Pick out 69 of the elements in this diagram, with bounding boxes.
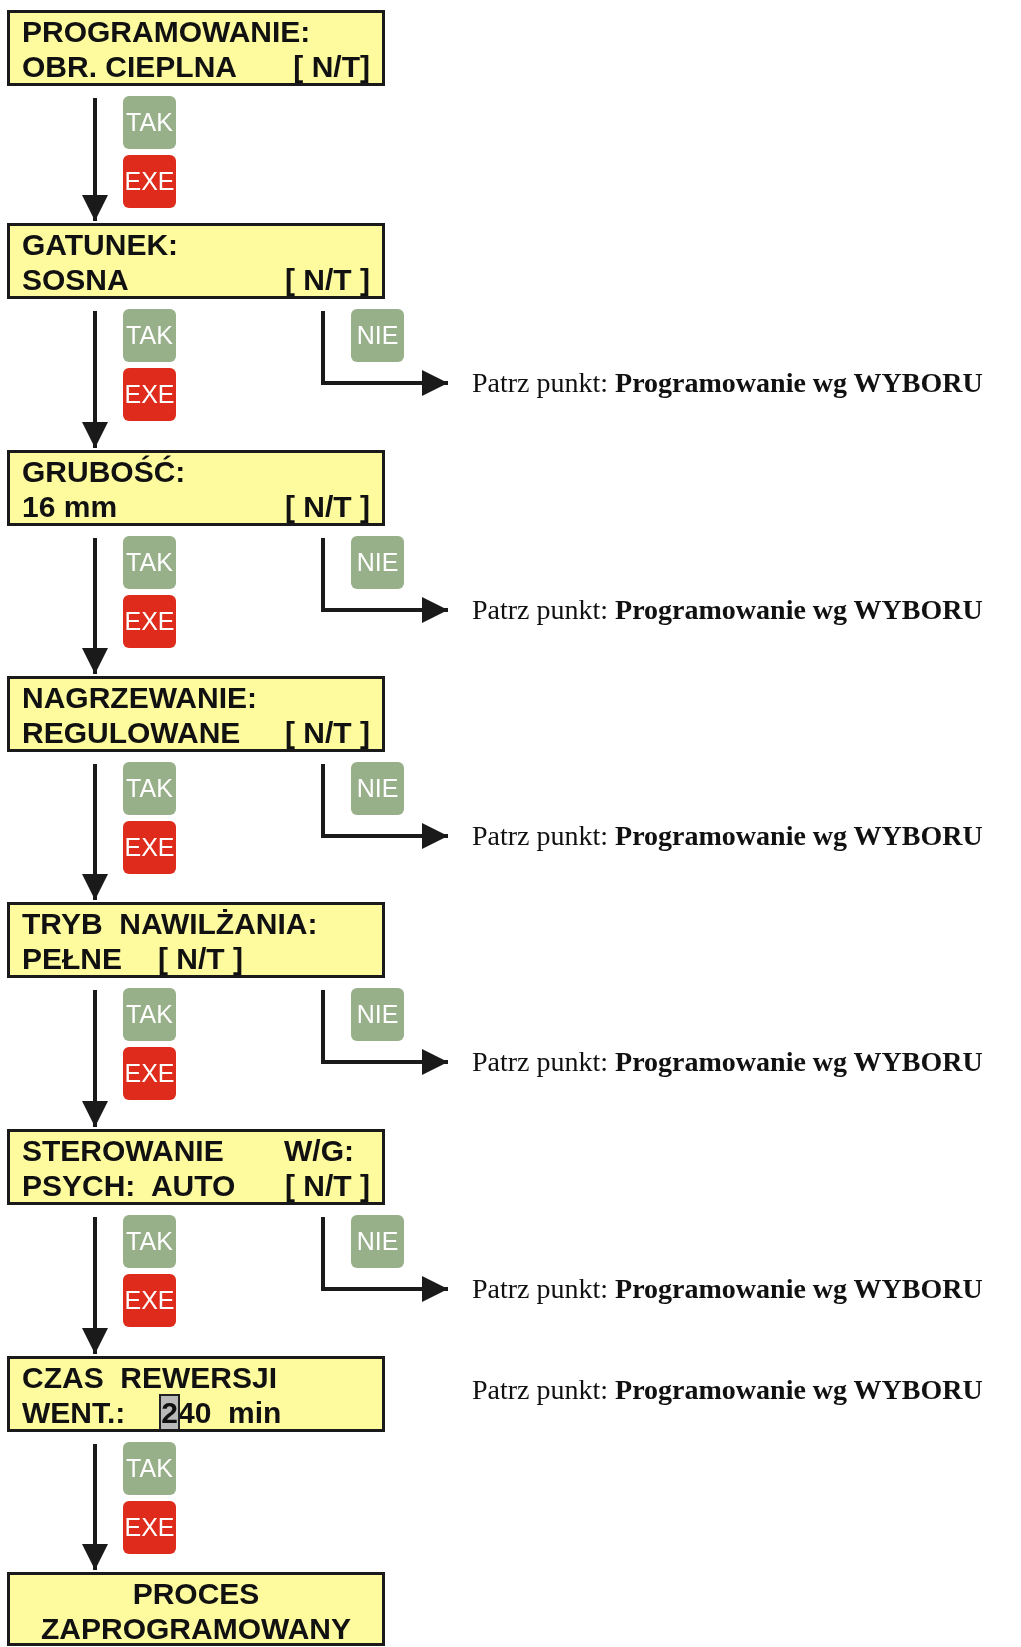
arrow (82, 311, 108, 448)
key-button: TAK (123, 536, 176, 589)
display-text: W/G: (284, 1133, 354, 1168)
key-button: TAK (123, 1215, 176, 1268)
display-text: NAGRZEWANIE: (22, 680, 257, 715)
key-button: TAK (123, 762, 176, 815)
reference-note: Patrz punkt: Programowanie wg WYBORU (472, 365, 983, 401)
display-text: [ N/T ] (285, 1168, 370, 1202)
display-text: OBR. CIEPLNA (22, 49, 237, 83)
arrow (82, 764, 108, 900)
display-text: [ N/T ] (285, 715, 370, 749)
display-text: SOSNA (22, 262, 129, 296)
arrow (321, 1217, 448, 1302)
key-button: EXE (123, 595, 176, 648)
key-button: TAK (123, 1442, 176, 1495)
lcd-display-box (7, 10, 385, 86)
display-text: PSYCH: AUTO (22, 1168, 236, 1202)
display-text: REGULOWANE (22, 715, 241, 749)
display-text: [ N/T ] (285, 262, 370, 296)
key-button: NIE (351, 309, 404, 362)
display-text: 240 min (161, 1395, 282, 1429)
display-text: STEROWANIE (22, 1133, 224, 1168)
display-text: WENT.: (22, 1395, 126, 1429)
display-text: GATUNEK: (22, 227, 179, 262)
reference-note: Patrz punkt: Programowanie wg WYBORU (472, 1373, 983, 1407)
display-text: ZAPROGRAMOWANY (41, 1611, 351, 1643)
arrow (321, 538, 448, 623)
arrow (321, 311, 448, 396)
reference-note: Patrz punkt: Programowanie wg WYBORU (472, 592, 983, 628)
display-text: [ N/T ] (285, 489, 370, 523)
lcd-display-box (7, 450, 385, 526)
key-button: EXE (123, 1501, 176, 1554)
lcd-display-box (7, 223, 385, 299)
lcd-display-box (7, 902, 385, 978)
key-button: NIE (351, 1215, 404, 1268)
display-text: PEŁNE (22, 941, 123, 975)
display-text: PROCES (132, 1576, 260, 1611)
display-text: CZAS REWERSJI (22, 1360, 278, 1395)
arrow (321, 990, 448, 1075)
display-text: GRUBOŚĆ: (22, 454, 186, 489)
display-text: [ N/T ] (158, 941, 243, 975)
lcd-display-box (7, 1572, 385, 1646)
display-text: PROGRAMOWANIE: (22, 14, 311, 49)
key-button: EXE (123, 155, 176, 208)
lcd-display-box (7, 1356, 385, 1432)
key-button: NIE (351, 988, 404, 1041)
key-button: NIE (351, 536, 404, 589)
arrow (82, 538, 108, 674)
key-button: EXE (123, 1274, 176, 1327)
reference-note: Patrz punkt: Programowanie wg WYBORU (472, 818, 983, 854)
reference-note: Patrz punkt: Programowanie wg WYBORU (472, 1044, 983, 1080)
key-button: EXE (123, 368, 176, 421)
key-button: TAK (123, 988, 176, 1041)
key-button: EXE (123, 1047, 176, 1100)
lcd-display-box (7, 676, 385, 752)
display-text: 16 mm (22, 489, 118, 523)
arrow (82, 990, 108, 1127)
reference-note: Patrz punkt: Programowanie wg WYBORU (472, 1271, 983, 1307)
key-button: TAK (123, 96, 176, 149)
arrow (82, 98, 108, 221)
lcd-display-box (7, 1129, 385, 1205)
display-text: [ N/T] (293, 49, 370, 83)
arrow (82, 1217, 108, 1354)
arrow (321, 764, 448, 849)
key-button: TAK (123, 309, 176, 362)
key-button: EXE (123, 821, 176, 874)
arrow (82, 1444, 108, 1570)
display-text: TRYB NAWILŻANIA: (22, 906, 318, 941)
key-button: NIE (351, 762, 404, 815)
